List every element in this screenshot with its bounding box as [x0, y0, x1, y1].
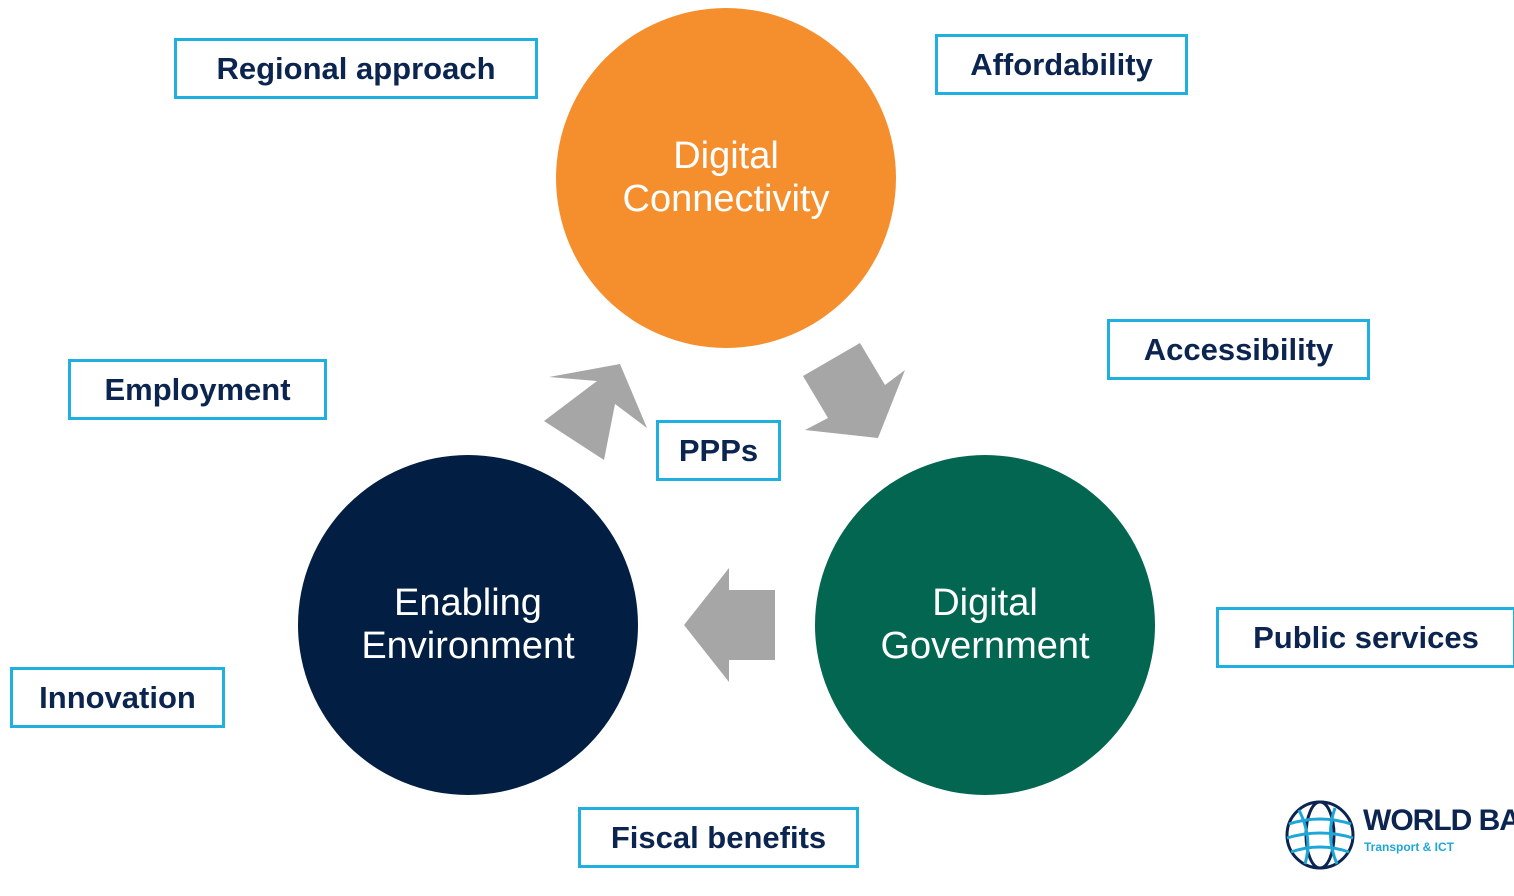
enabling-environment-label-line2: Environment [361, 625, 575, 667]
digital-connectivity-circle: Digital Connectivity [556, 8, 896, 348]
enabling-environment-label-line1: Enabling [394, 582, 542, 624]
digital-connectivity-label-line2: Connectivity [622, 178, 830, 220]
digital-government-label-line2: Government [880, 625, 1090, 667]
digital-government-circle: Digital Government [815, 455, 1155, 795]
tag-affordability: Affordability [935, 34, 1188, 95]
enabling-environment-circle: Enabling Environment [298, 455, 638, 795]
arrow-connectivity-to-government [803, 343, 905, 438]
tag-public-services: Public services [1216, 607, 1514, 668]
digital-government-label-line1: Digital [932, 582, 1038, 624]
tag-ppps: PPPs [656, 420, 781, 481]
tag-employment: Employment [68, 359, 327, 420]
tag-regional-approach: Regional approach [174, 38, 538, 99]
logo-title: WORLD BAN [1363, 804, 1514, 837]
tag-innovation: Innovation [10, 667, 225, 728]
logo-subtitle: Transport & ICT [1364, 840, 1455, 854]
arrow-government-to-enabling [684, 568, 775, 682]
globe-icon [1285, 800, 1355, 870]
digital-connectivity-label-line1: Digital [673, 135, 779, 177]
world-bank-logo: WORLD BAN Transport & ICT [1283, 796, 1514, 876]
tag-fiscal-benefits: Fiscal benefits [578, 807, 859, 868]
tag-accessibility: Accessibility [1107, 319, 1370, 380]
arrow-enabling-to-connectivity [544, 364, 647, 460]
